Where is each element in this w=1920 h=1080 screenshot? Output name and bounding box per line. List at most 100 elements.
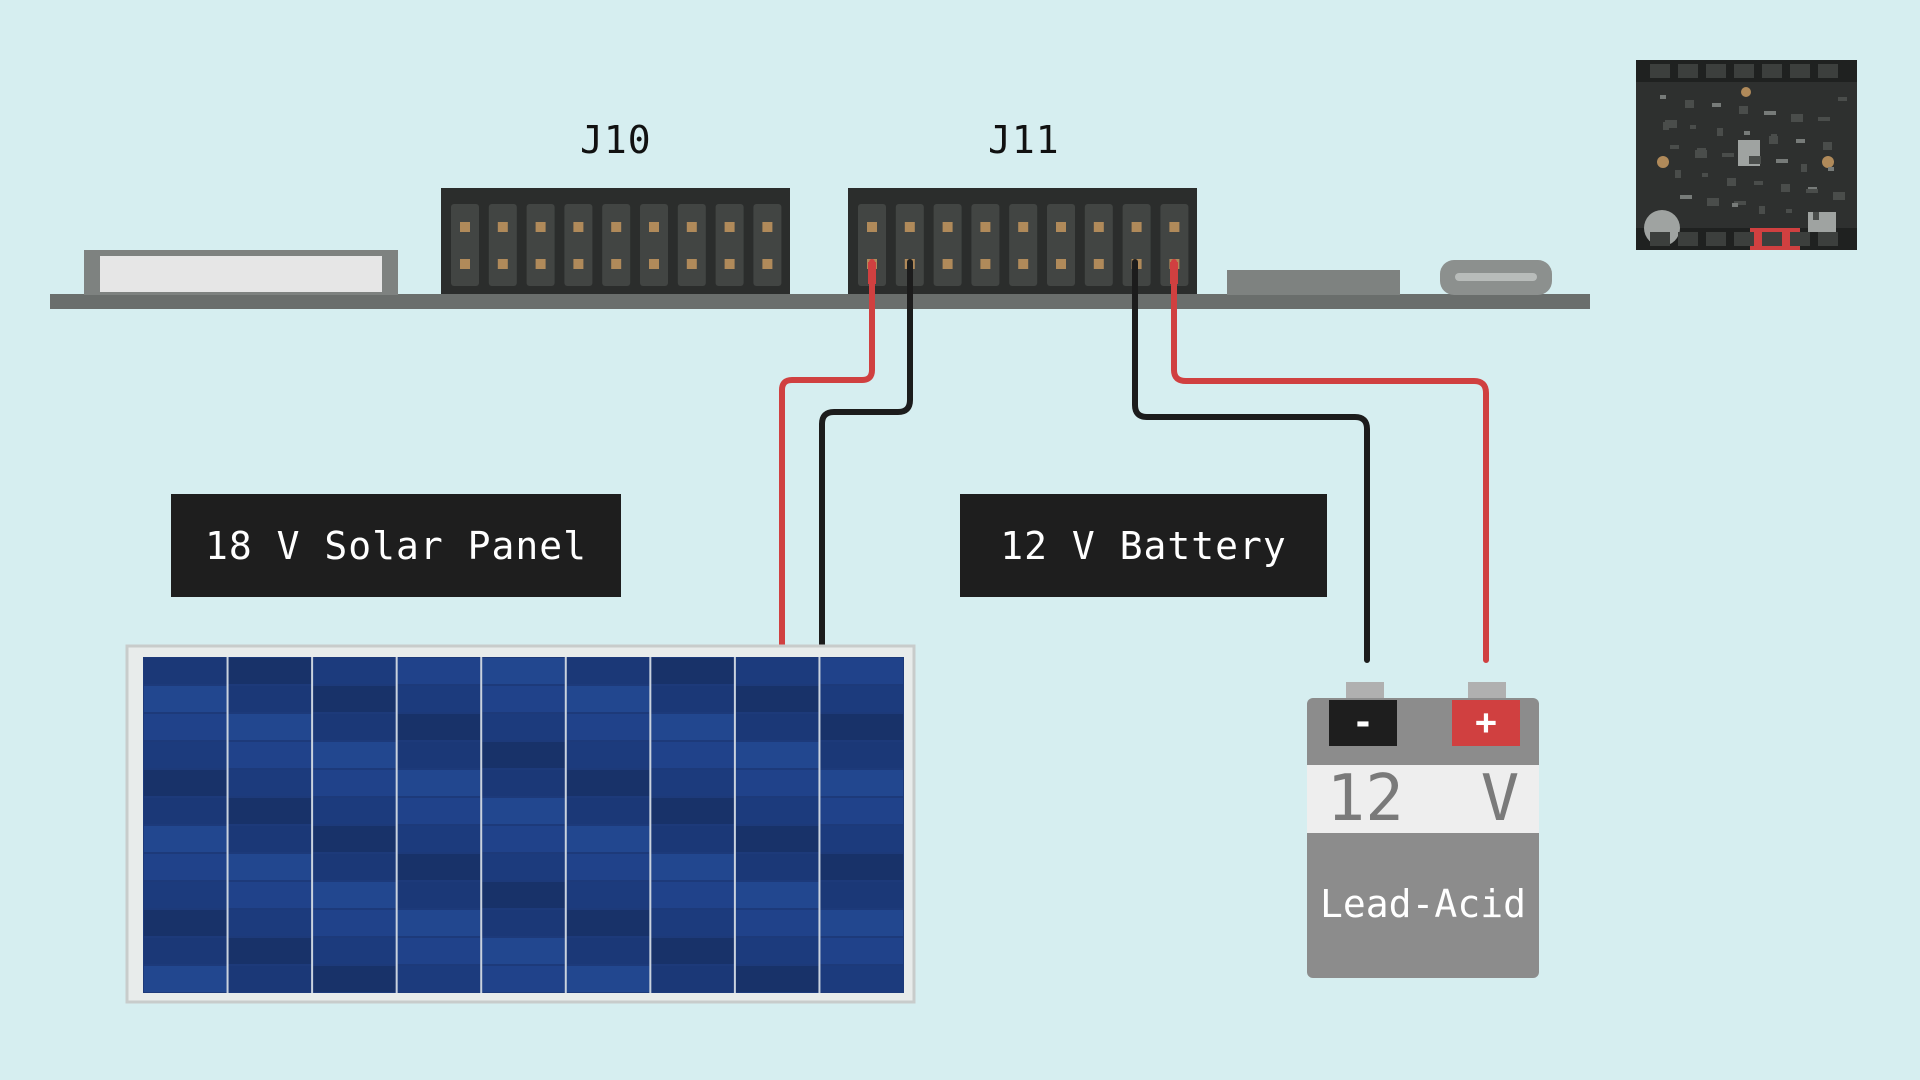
pcb-header (1678, 64, 1698, 78)
solar-cell (313, 658, 396, 684)
solar-cell (820, 966, 903, 992)
solar-cell (651, 910, 734, 936)
solar-cell (144, 686, 227, 712)
solar-cell (820, 854, 903, 880)
pcb-component (1665, 120, 1677, 128)
solar-cell (482, 882, 565, 908)
battery-negative-symbol: - (1352, 702, 1374, 743)
solar-cell (651, 798, 734, 824)
terminal-screw (980, 222, 991, 232)
solar-cell (820, 826, 903, 852)
solar-cell (397, 826, 481, 852)
board-edge (50, 294, 1590, 309)
solar-cell (397, 910, 481, 936)
pcb-component (1786, 209, 1792, 213)
solar-cell (566, 714, 650, 740)
solar-cell (566, 938, 650, 964)
terminal-contact (460, 259, 470, 269)
terminal-contact (535, 259, 546, 269)
terminal-contact (724, 259, 735, 269)
solar-cell (313, 938, 396, 964)
battery-label: 12 V Battery (960, 494, 1327, 597)
solar-cell (735, 854, 819, 880)
solar-cell (228, 770, 312, 796)
terminal-pin (602, 204, 631, 286)
solar-cell (482, 798, 565, 824)
solar-cell (228, 938, 312, 964)
solar-cell (651, 882, 734, 908)
pcb-component (1833, 192, 1845, 200)
solar-cell (820, 910, 903, 936)
pcb-component (1734, 201, 1746, 205)
pcb-component (1702, 173, 1708, 177)
solar-cell (566, 826, 650, 852)
terminal-contact (942, 259, 953, 269)
solar-panel-icon (125, 644, 916, 1004)
pcb-component (1717, 128, 1723, 136)
terminal-screw (1018, 222, 1029, 232)
terminal-contact (686, 259, 697, 269)
pcb-header (1650, 64, 1670, 78)
terminal-pin (1009, 204, 1038, 286)
solar-cell (313, 770, 396, 796)
terminal-pin (715, 204, 744, 286)
solar-cell (482, 826, 565, 852)
terminal-pin (858, 204, 886, 286)
pcb-header (1818, 64, 1838, 78)
solar-cell (820, 770, 903, 796)
terminal-pin (933, 204, 962, 286)
solar-cell (397, 966, 481, 992)
pcb-component (1707, 198, 1719, 206)
pcb-header (1678, 232, 1698, 246)
wires (779, 259, 1489, 663)
pcb-component (1823, 142, 1832, 150)
solar-cell (651, 742, 734, 768)
solar-cell (735, 686, 819, 712)
solar-cell (144, 658, 227, 684)
battery-negative-terminal (1329, 700, 1397, 746)
board-component-mid (1227, 270, 1400, 295)
solar-cell (820, 798, 903, 824)
pcb-component (1732, 203, 1738, 207)
terminal-screw (460, 222, 470, 232)
solar-cell (313, 742, 396, 768)
solar-cell (228, 966, 312, 992)
solar-cell (482, 686, 565, 712)
solar-cell (144, 770, 227, 796)
solar-cell (820, 938, 903, 964)
terminal-screw (724, 222, 735, 232)
solar-cell (566, 910, 650, 936)
solar-cell (566, 742, 650, 768)
solar-cell (228, 854, 312, 880)
pcb-header (1818, 232, 1838, 246)
solar-cell (482, 966, 565, 992)
solar-cell (313, 826, 396, 852)
pcb-header (1790, 64, 1810, 78)
pcb-component (1796, 139, 1805, 143)
pcb-component (1769, 136, 1778, 144)
solar-cell (566, 686, 650, 712)
solar-cell (313, 798, 396, 824)
pcb-component (1749, 156, 1761, 164)
j10-connector (441, 188, 790, 294)
solar-cell (144, 798, 227, 824)
terminal-pin (753, 204, 782, 286)
pcb-header (1790, 232, 1810, 246)
terminal-screw (686, 222, 697, 232)
solar-cell (397, 686, 481, 712)
solar-cell (313, 882, 396, 908)
pcb-component (1722, 153, 1734, 157)
battery-label-band (1307, 765, 1539, 833)
solar-cell (482, 742, 565, 768)
solar-cell (566, 658, 650, 684)
solar-cell (228, 658, 312, 684)
solar-cell (482, 770, 565, 796)
solar-cell (735, 798, 819, 824)
solar-cell (651, 658, 734, 684)
solar-cell (313, 686, 396, 712)
solar-cell (228, 714, 312, 740)
solar-cell (735, 658, 819, 684)
pcb-component (1744, 131, 1750, 135)
pcb-component (1806, 189, 1818, 193)
